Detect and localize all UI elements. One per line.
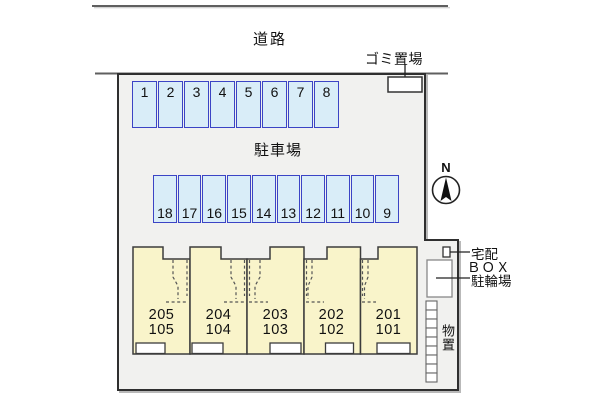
unit-number-lower: 105 <box>148 321 175 338</box>
storage-lockers <box>425 300 438 383</box>
road-label: 道路 <box>252 31 287 48</box>
compass-icon <box>431 175 461 205</box>
parking-space-number: 8 <box>322 84 331 100</box>
stair-dashed-marks <box>166 260 376 303</box>
parking-space: 13 <box>276 175 301 223</box>
bicycle-parking-label: 駐輪場 <box>471 274 512 289</box>
parking-space-number: 7 <box>296 84 305 100</box>
unit-number-upper: 202 <box>318 307 345 323</box>
parking-space-number: 10 <box>354 205 371 221</box>
parking-space-number: 5 <box>244 84 253 100</box>
parking-space: 3 <box>184 81 209 128</box>
parking-space-number: 3 <box>192 84 201 100</box>
parking-space: 4 <box>210 81 235 128</box>
parking-row-middle: 18 17 16 15 14 13 12 11 10 9 <box>153 175 400 223</box>
parking-space: 5 <box>236 81 261 128</box>
parking-space: 18 <box>153 175 177 223</box>
unit-label: 202 102 <box>303 308 360 337</box>
delivery-box-label-line1: 宅配 <box>471 247 498 262</box>
parking-space: 11 <box>325 175 350 223</box>
entrance-notches <box>135 342 411 355</box>
parking-space-number: 17 <box>181 205 198 221</box>
parking-space: 2 <box>158 81 183 128</box>
parking-space-number: 2 <box>166 84 175 100</box>
unit-number-lower: 104 <box>205 321 232 338</box>
unit-number-upper: 201 <box>375 307 402 323</box>
unit-label: 205 105 <box>133 308 190 337</box>
parking-space: 7 <box>288 81 313 128</box>
garbage-area-label: ゴミ置場 <box>365 51 423 67</box>
north-label: N <box>441 160 451 175</box>
parking-space: 9 <box>375 175 400 223</box>
parking-space: 15 <box>227 175 251 223</box>
unit-number-upper: 205 <box>148 307 175 323</box>
parking-space-number: 16 <box>206 205 223 221</box>
unit-label: 204 104 <box>190 308 247 337</box>
parking-space-number: 11 <box>330 205 346 221</box>
parking-space: 8 <box>314 81 339 128</box>
delivery-box <box>442 246 451 258</box>
parking-space-number: 9 <box>383 205 392 221</box>
parking-space-number: 1 <box>140 84 149 100</box>
building-unit-202 <box>303 246 362 355</box>
unit-number-lower: 101 <box>375 321 402 338</box>
building-unit-203 <box>246 246 305 355</box>
parking-space: 14 <box>251 175 276 223</box>
parking-space: 6 <box>262 81 287 128</box>
unit-number-lower: 103 <box>262 321 289 338</box>
parking-row-top: 1 2 3 4 5 6 7 8 <box>132 81 339 128</box>
parking-space-number: 12 <box>305 205 321 221</box>
unit-label: 201 101 <box>360 308 417 337</box>
garbage-area-box <box>387 76 423 93</box>
parking-space: 17 <box>177 175 202 223</box>
parking-space-number: 18 <box>157 205 173 221</box>
parking-space-number: 13 <box>280 205 297 221</box>
parking-space: 16 <box>202 175 227 223</box>
parking-space: 12 <box>301 175 325 223</box>
building-unit-201 <box>359 246 418 355</box>
parking-space: 1 <box>132 81 157 128</box>
building-unit-204 <box>189 246 248 355</box>
storage-label: 物置 <box>440 324 455 352</box>
unit-number-lower: 102 <box>318 321 345 338</box>
parking-space: 10 <box>350 175 375 223</box>
parking-space-number: 14 <box>255 205 272 221</box>
delivery-box-label-line2: ＢＯＸ <box>467 260 511 275</box>
parking-lot-label: 駐車場 <box>253 142 302 159</box>
unit-number-upper: 203 <box>262 307 289 323</box>
parking-space-number: 15 <box>231 205 247 221</box>
unit-number-upper: 204 <box>205 307 232 323</box>
building-unit-205 <box>132 246 191 355</box>
parking-space-number: 4 <box>218 84 227 100</box>
parking-space-number: 6 <box>270 84 279 100</box>
unit-label: 203 103 <box>247 308 304 337</box>
